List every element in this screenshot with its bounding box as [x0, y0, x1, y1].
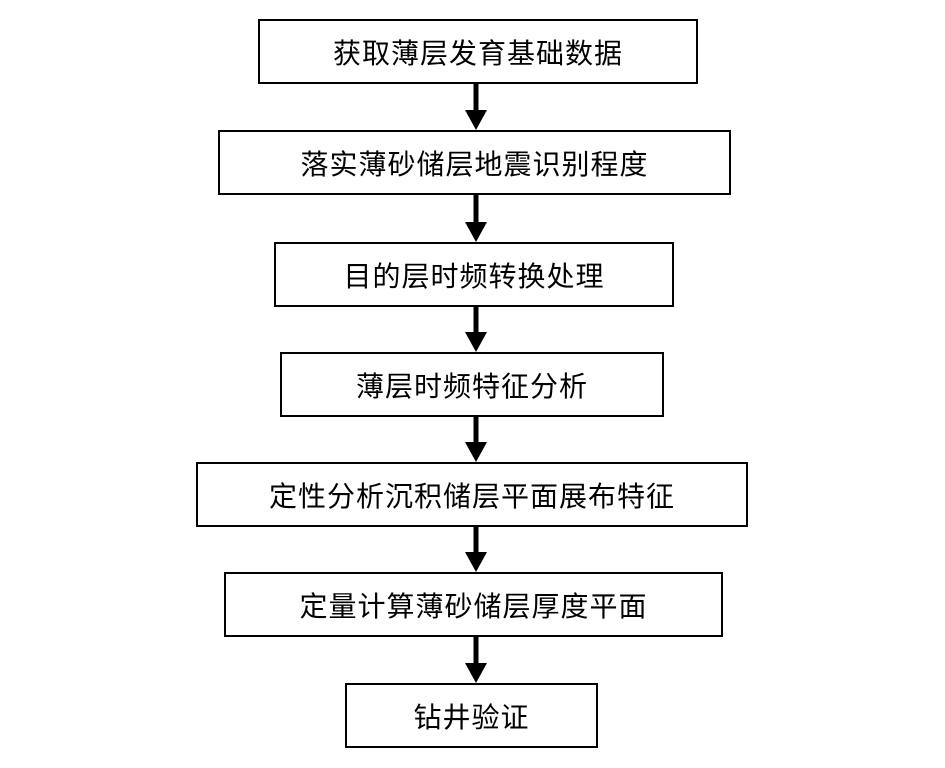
step-box-4: 薄层时频特征分析: [280, 352, 664, 417]
arrow-4-to-5: [465, 417, 487, 462]
arrow-6-to-7: [465, 637, 487, 683]
step-box-3: 目的层时频转换处理: [274, 242, 674, 307]
step-box-1: 获取薄层发育基础数据: [258, 19, 698, 84]
step-label-6: 定量计算薄砂储层厚度平面: [299, 589, 648, 623]
step-label-5: 定性分析沉积储层平面展布特征: [268, 479, 675, 513]
step-box-7: 钻井验证: [345, 683, 598, 748]
step-label-7: 钻井验证: [413, 700, 530, 734]
step-label-4: 薄层时频特征分析: [355, 369, 588, 403]
step-box-2: 落实薄砂储层地震识别程度: [218, 130, 731, 195]
step-box-6: 定量计算薄砂储层厚度平面: [224, 572, 723, 637]
step-label-3: 目的层时频转换处理: [343, 259, 605, 293]
arrow-2-to-3: [465, 195, 487, 242]
step-label-2: 落实薄砂储层地震识别程度: [300, 147, 649, 181]
arrow-5-to-6: [465, 527, 487, 572]
step-box-5: 定性分析沉积储层平面展布特征: [196, 462, 748, 527]
arrow-3-to-4: [465, 307, 487, 352]
arrow-1-to-2: [465, 84, 487, 130]
step-label-1: 获取薄层发育基础数据: [332, 36, 623, 70]
